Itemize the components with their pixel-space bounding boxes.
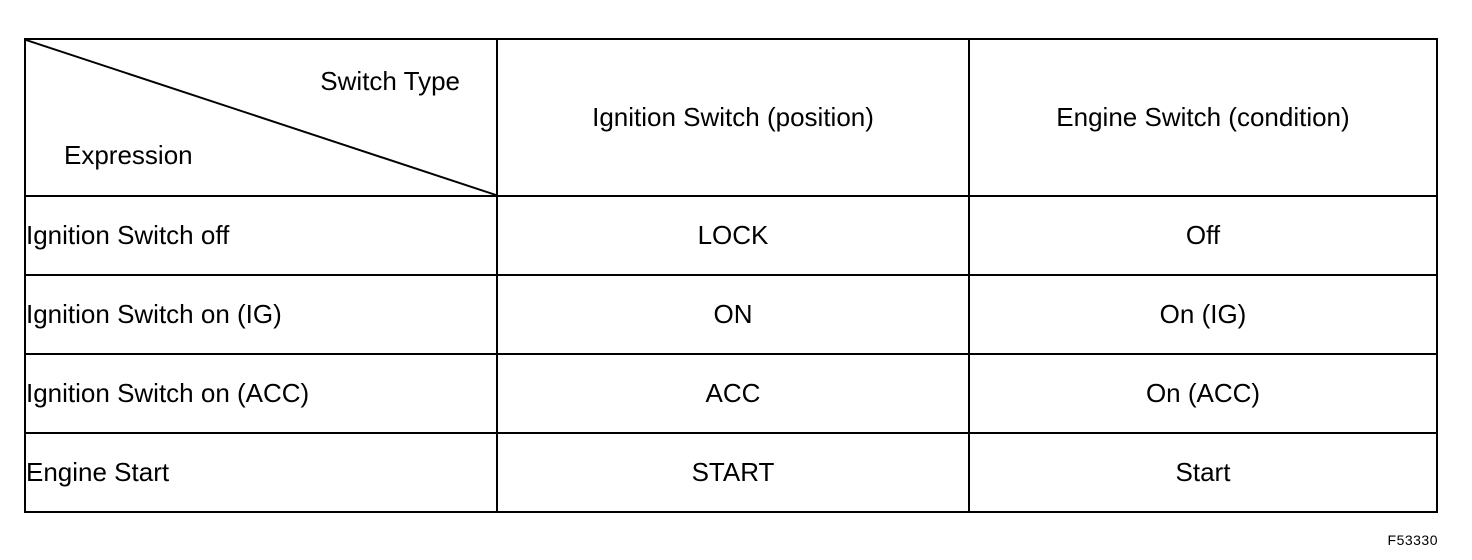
row-ignition-position-cell: ACC bbox=[496, 353, 970, 434]
switch-expression-table-container: Switch Type Expression Ignition Switch (… bbox=[24, 38, 1438, 513]
row-engine-condition-cell: Start bbox=[968, 432, 1438, 513]
row-ignition-position-cell: START bbox=[496, 432, 970, 513]
row-engine-condition-cell: On (IG) bbox=[968, 274, 1438, 355]
row-engine-condition-cell: On (ACC) bbox=[968, 353, 1438, 434]
header-corner-cell: Switch Type Expression bbox=[24, 38, 498, 197]
row-expression-cell: Ignition Switch on (ACC) bbox=[24, 353, 498, 434]
table-row: Ignition Switch on (IG) ON On (IG) bbox=[24, 274, 1438, 355]
row-expression-cell: Engine Start bbox=[24, 432, 498, 513]
corner-label-expression: Expression bbox=[64, 140, 193, 170]
header-engine-switch: Engine Switch (condition) bbox=[968, 38, 1438, 197]
table-row: Ignition Switch on (ACC) ACC On (ACC) bbox=[24, 353, 1438, 434]
row-ignition-position-cell: ON bbox=[496, 274, 970, 355]
row-expression-cell: Ignition Switch on (IG) bbox=[24, 274, 498, 355]
corner-label-switch-type: Switch Type bbox=[320, 66, 460, 96]
table-row: Engine Start START Start bbox=[24, 432, 1438, 513]
row-ignition-position-cell: LOCK bbox=[496, 195, 970, 276]
row-expression-cell: Ignition Switch off bbox=[24, 195, 498, 276]
table-row: Ignition Switch off LOCK Off bbox=[24, 195, 1438, 276]
header-ignition-switch: Ignition Switch (position) bbox=[496, 38, 970, 197]
row-engine-condition-cell: Off bbox=[968, 195, 1438, 276]
table-header-row: Switch Type Expression Ignition Switch (… bbox=[24, 38, 1438, 197]
diagonal-divider-line bbox=[26, 40, 496, 195]
switch-expression-table: Switch Type Expression Ignition Switch (… bbox=[24, 38, 1438, 513]
figure-id-label: F53330 bbox=[1387, 532, 1438, 548]
